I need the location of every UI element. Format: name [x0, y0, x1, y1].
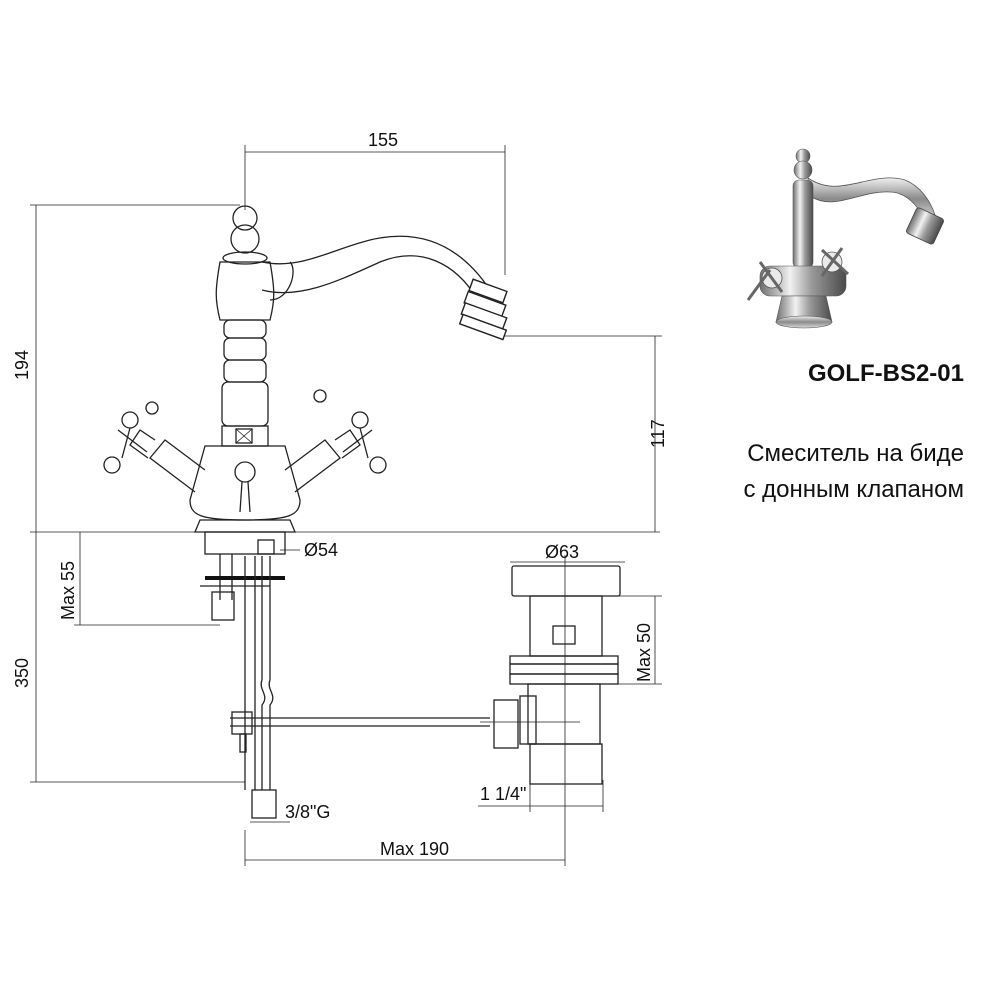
- product-model: GOLF-BS2-01: [807, 360, 964, 387]
- dimension-lines: [30, 145, 662, 866]
- dim-max-counter-thickness: Max 55: [58, 561, 78, 620]
- dim-base-diameter: Ø54: [304, 540, 338, 560]
- dimension-labels: 155 194 117 Ø54 Max 55 350 Ø63 Max 50 1 …: [12, 130, 668, 859]
- product-description: Смеситель на биде с донным клапаном: [743, 436, 964, 508]
- faucet-drawing: [103, 205, 508, 819]
- dim-spout-height: 117: [648, 419, 668, 448]
- dim-drain-max-thickness: Max 50: [634, 623, 654, 682]
- drain-drawing: [493, 565, 621, 785]
- description-line-2: с донным клапаном: [743, 476, 964, 503]
- dim-drain-diameter: Ø63: [545, 542, 579, 562]
- dim-total-height: 194: [12, 350, 32, 380]
- dim-inlet-thread: 3/8"G: [285, 802, 330, 822]
- faucet-photo-icon: [746, 148, 944, 329]
- dim-spout-reach: 155: [368, 130, 398, 150]
- dim-hose-length: 350: [12, 658, 32, 688]
- description-line-1: Смеситель на биде: [747, 440, 964, 467]
- dim-drain-thread: 1 1/4": [480, 784, 526, 804]
- dim-max-rod-length: Max 190: [380, 839, 449, 859]
